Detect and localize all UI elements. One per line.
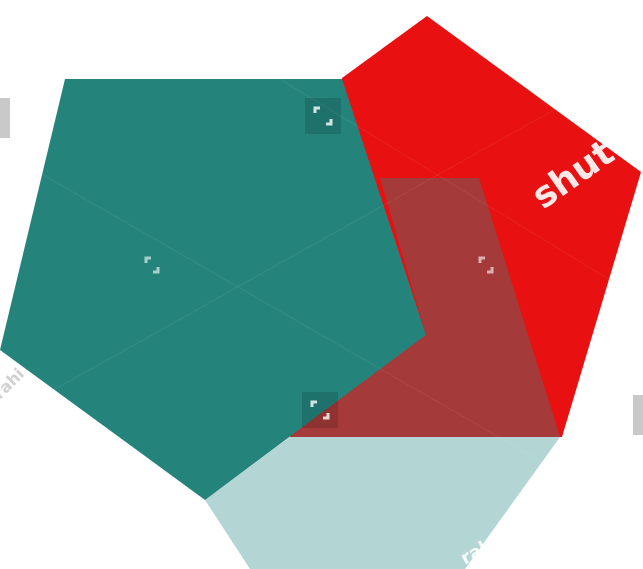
shutterstock-corner-icon	[302, 392, 338, 428]
watermark-lines	[0, 0, 643, 520]
watermark-author-text-left: rahi	[0, 364, 28, 403]
watermark-edge-block-right	[633, 395, 643, 435]
teal-pentagon	[0, 79, 426, 500]
watermark-edge-block-left	[0, 98, 10, 138]
shutterstock-corner-icon	[305, 98, 341, 134]
overlap-region	[290, 178, 560, 437]
shutterstock-corner-icon	[478, 256, 494, 274]
light-teal-pentagon	[205, 437, 560, 569]
shutterstock-corner-icon	[144, 256, 160, 274]
